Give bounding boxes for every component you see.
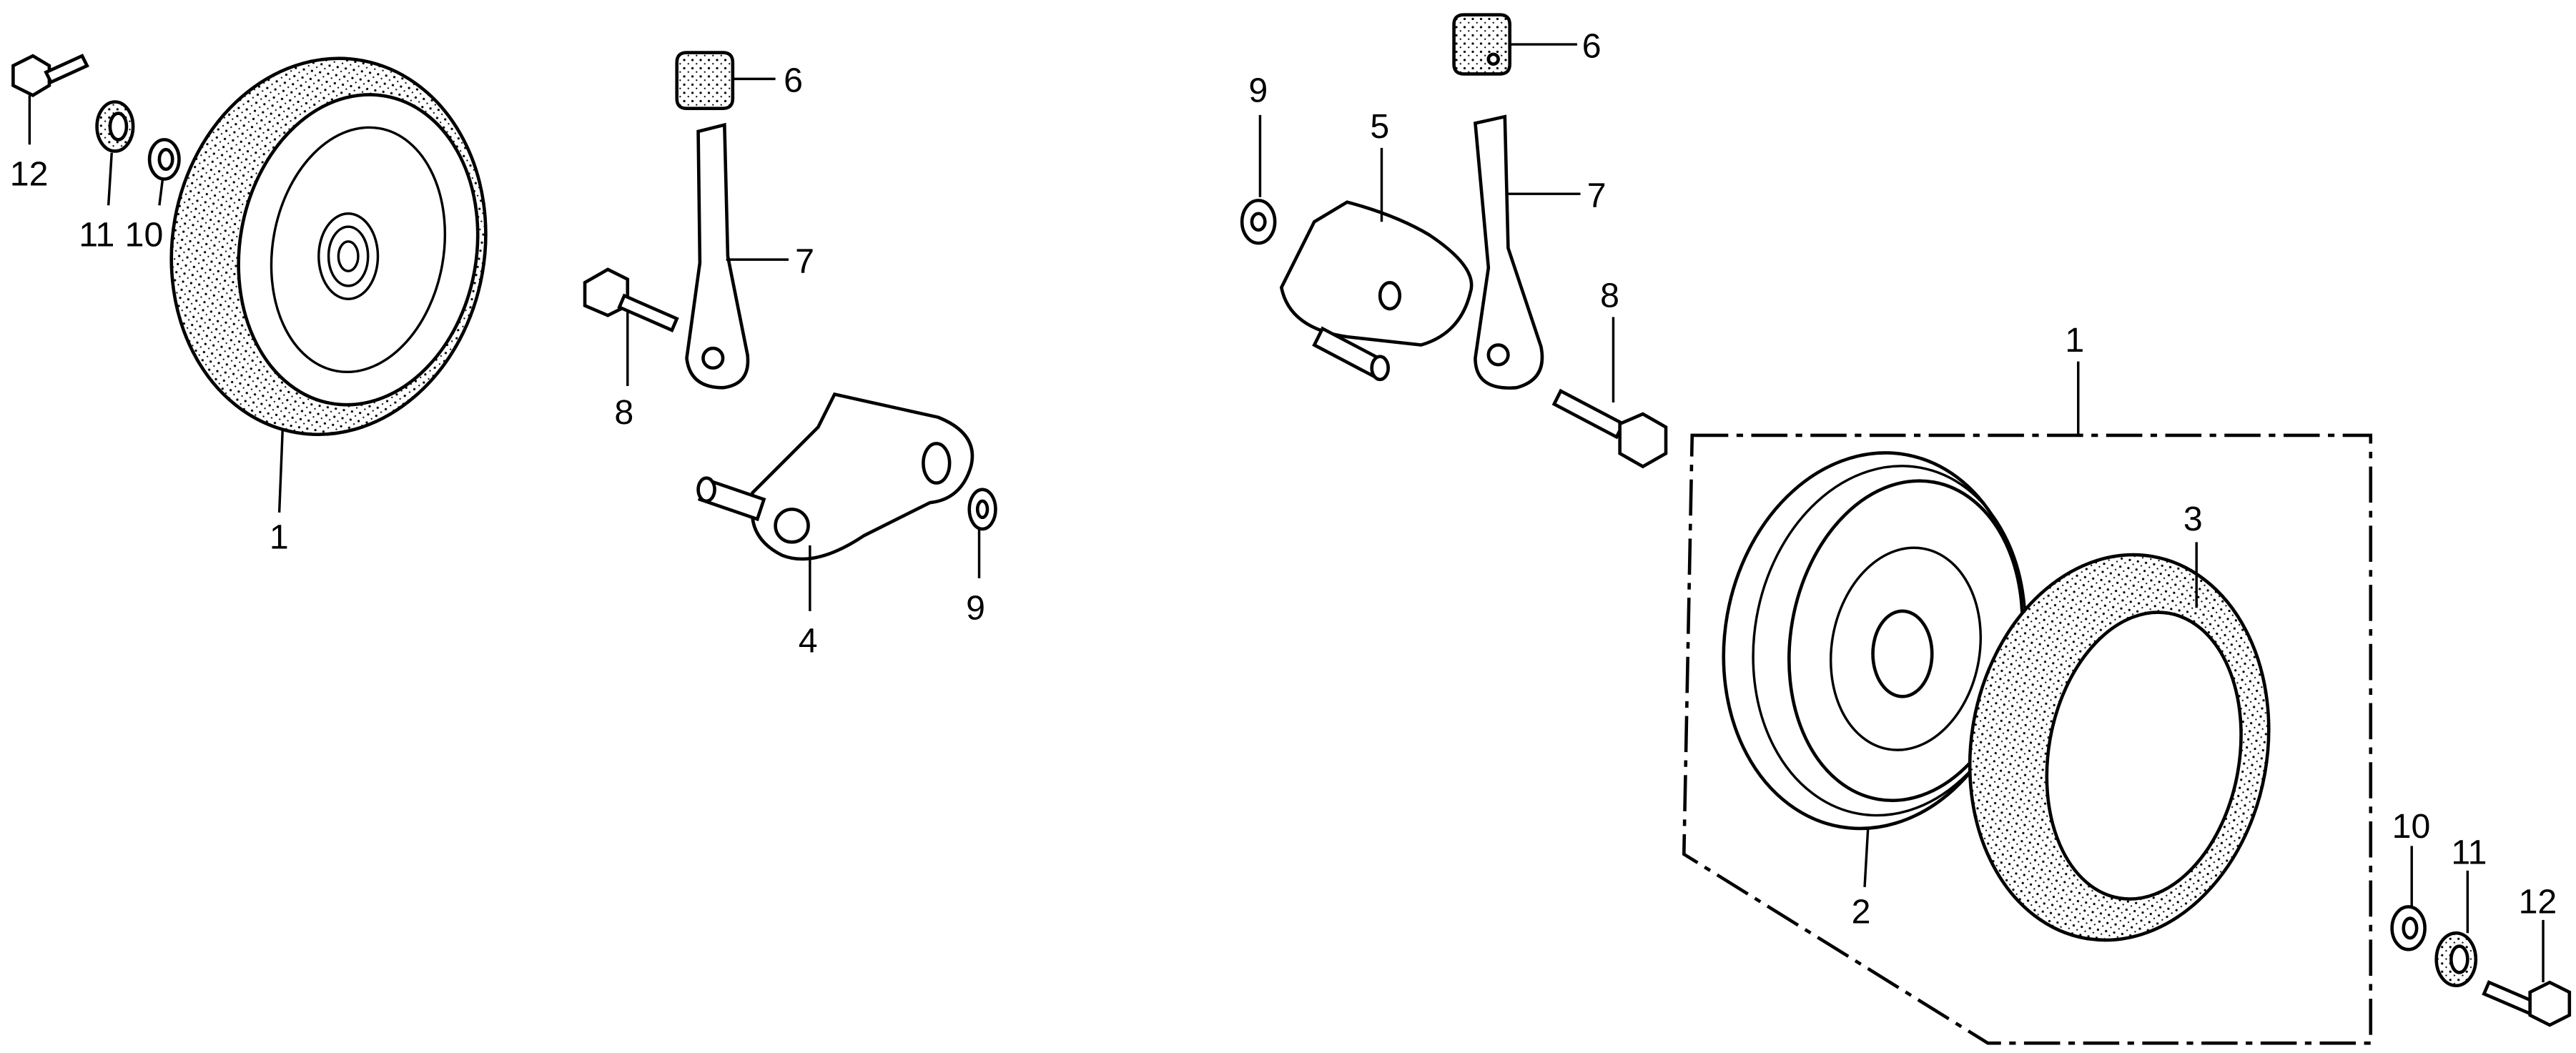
- label-right-5: 5: [1370, 107, 1389, 146]
- label-left-8: 8: [614, 393, 633, 432]
- left-pivot-bolt-8: [583, 267, 679, 387]
- left-lever-7: [685, 122, 789, 390]
- left-bolt-12: [11, 54, 89, 145]
- right-tire-3: [1968, 542, 2271, 942]
- label-left-1: 1: [270, 518, 289, 557]
- label-right-9: 9: [1248, 71, 1268, 110]
- label-right-12: 12: [2519, 883, 2557, 921]
- left-bearing-11: [95, 100, 135, 206]
- label-left-6: 6: [784, 61, 803, 100]
- left-washer-10: [147, 138, 181, 206]
- label-right-8: 8: [1600, 277, 1619, 315]
- label-left-11: 11: [79, 216, 114, 254]
- right-bearing-11: [2434, 870, 2478, 988]
- left-washer-9: [967, 488, 997, 578]
- label-left-7: 7: [795, 242, 814, 280]
- label-right-6: 6: [1582, 26, 1602, 65]
- left-cap-6: [675, 51, 776, 110]
- label-right-3: 3: [2183, 500, 2203, 538]
- label-right-2: 2: [1852, 892, 1871, 931]
- label-right-7: 7: [1587, 177, 1607, 215]
- right-bracket-5: [1279, 147, 1474, 382]
- right-cap-6: [1452, 13, 1577, 76]
- label-right-11: 11: [2451, 834, 2487, 872]
- label-right-10: 10: [2392, 807, 2431, 846]
- label-left-4: 4: [799, 621, 818, 660]
- label-left-12: 12: [10, 155, 49, 194]
- right-pivot-bolt-8: [1551, 317, 1668, 469]
- label-left-10: 10: [125, 216, 164, 254]
- left-wheel-1: [169, 56, 488, 513]
- right-washer-10: [2390, 846, 2427, 951]
- label-left-9: 9: [966, 588, 985, 627]
- left-bracket-4: [696, 392, 974, 611]
- right-rim-2: [1722, 451, 2027, 887]
- right-wheel-assembly-1: [1682, 361, 2373, 1045]
- right-bolt-12: [2482, 919, 2572, 1027]
- right-lever-7: [1473, 114, 1581, 390]
- right-washer-9: [1240, 114, 1277, 245]
- label-right-1: 1: [2065, 321, 2084, 360]
